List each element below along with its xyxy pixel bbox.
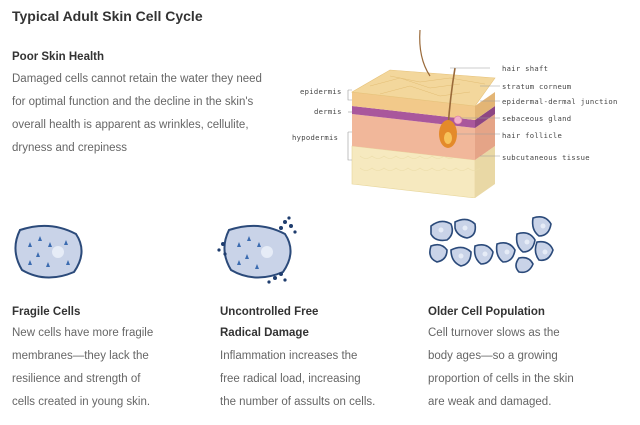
skin-cross-section-diagram [347,29,500,198]
label-dermis: dermis [314,107,342,116]
text-line: Cell turnover slows as the [428,327,560,339]
text-line: the number of assults on cells. [220,396,376,408]
text-line: Damaged cells cannot retain the water th… [12,73,262,85]
hypodermis-side-layer [475,146,495,198]
text-line: for optimal function and the decline in … [12,96,254,108]
text-line: Inflammation increases the [220,350,358,362]
label-stratum-corneum: stratum corneum [502,82,572,91]
text-line: body ages—so a growing [428,350,558,362]
free-radical-text: Inflammation increases the free radical … [220,345,425,414]
free-radical-dots [217,216,297,284]
label-epidermis: epidermis [300,87,342,96]
fragile-cells-heading: Fragile Cells [12,306,81,318]
poor-health-text: Damaged cells cannot retain the water th… [12,68,292,160]
label-subcutaneous-tissue: subcutaneous tissue [502,153,590,162]
free-radical-cell-icon [217,216,297,284]
older-cell-population-icon [429,216,554,274]
label-hair-shaft: hair shaft [502,64,549,73]
skin-surface [351,69,496,107]
epidermis-front-layer [352,92,475,120]
label-epidermal-dermal-junction: epidermal-dermal junction [502,97,618,106]
fragile-cell-icon [14,224,83,279]
hypodermis-front-layer [351,145,476,198]
text-line: overall health is apparent as wrinkles, … [12,119,249,131]
text-line: dryness and crepiness [12,142,128,154]
text-line: membranes—they lack the [12,350,149,362]
sebaceous-gland [453,115,463,125]
poor-health-heading: Poor Skin Health [12,51,105,63]
dermis-side-layer [475,114,495,160]
text-line: cells created in young skin. [12,396,151,408]
label-sebaceous-gland: sebaceous gland [502,114,572,123]
free-radical-heading-line1: Uncontrolled Free [220,306,319,318]
text-line: resilience and strength of [12,373,141,385]
older-cells-column: Older Cell Population Cell turnover slow… [428,302,633,414]
text-line: are weak and damaged. [428,396,552,408]
free-radical-heading-line2: Radical Damage [220,327,309,339]
text-line: free radical load, increasing [220,373,361,385]
fragile-cells-text: New cells have more fragile membranes—th… [12,322,212,414]
text-line: proportion of cells in the skin [428,373,574,385]
older-cells-text: Cell turnover slows as the body ages—so … [428,322,633,414]
fragile-cells-column: Fragile Cells New cells have more fragil… [12,302,212,414]
label-hypodermis: hypodermis [292,133,339,142]
older-cells-heading: Older Cell Population [428,306,545,318]
label-hair-follicle: hair follicle [502,131,563,140]
free-radical-column: Uncontrolled Free Radical Damage Inflamm… [220,302,425,414]
text-line: New cells have more fragile [12,327,154,339]
page-title: Typical Adult Skin Cell Cycle [12,8,203,24]
hair-shaft-left [419,29,431,77]
